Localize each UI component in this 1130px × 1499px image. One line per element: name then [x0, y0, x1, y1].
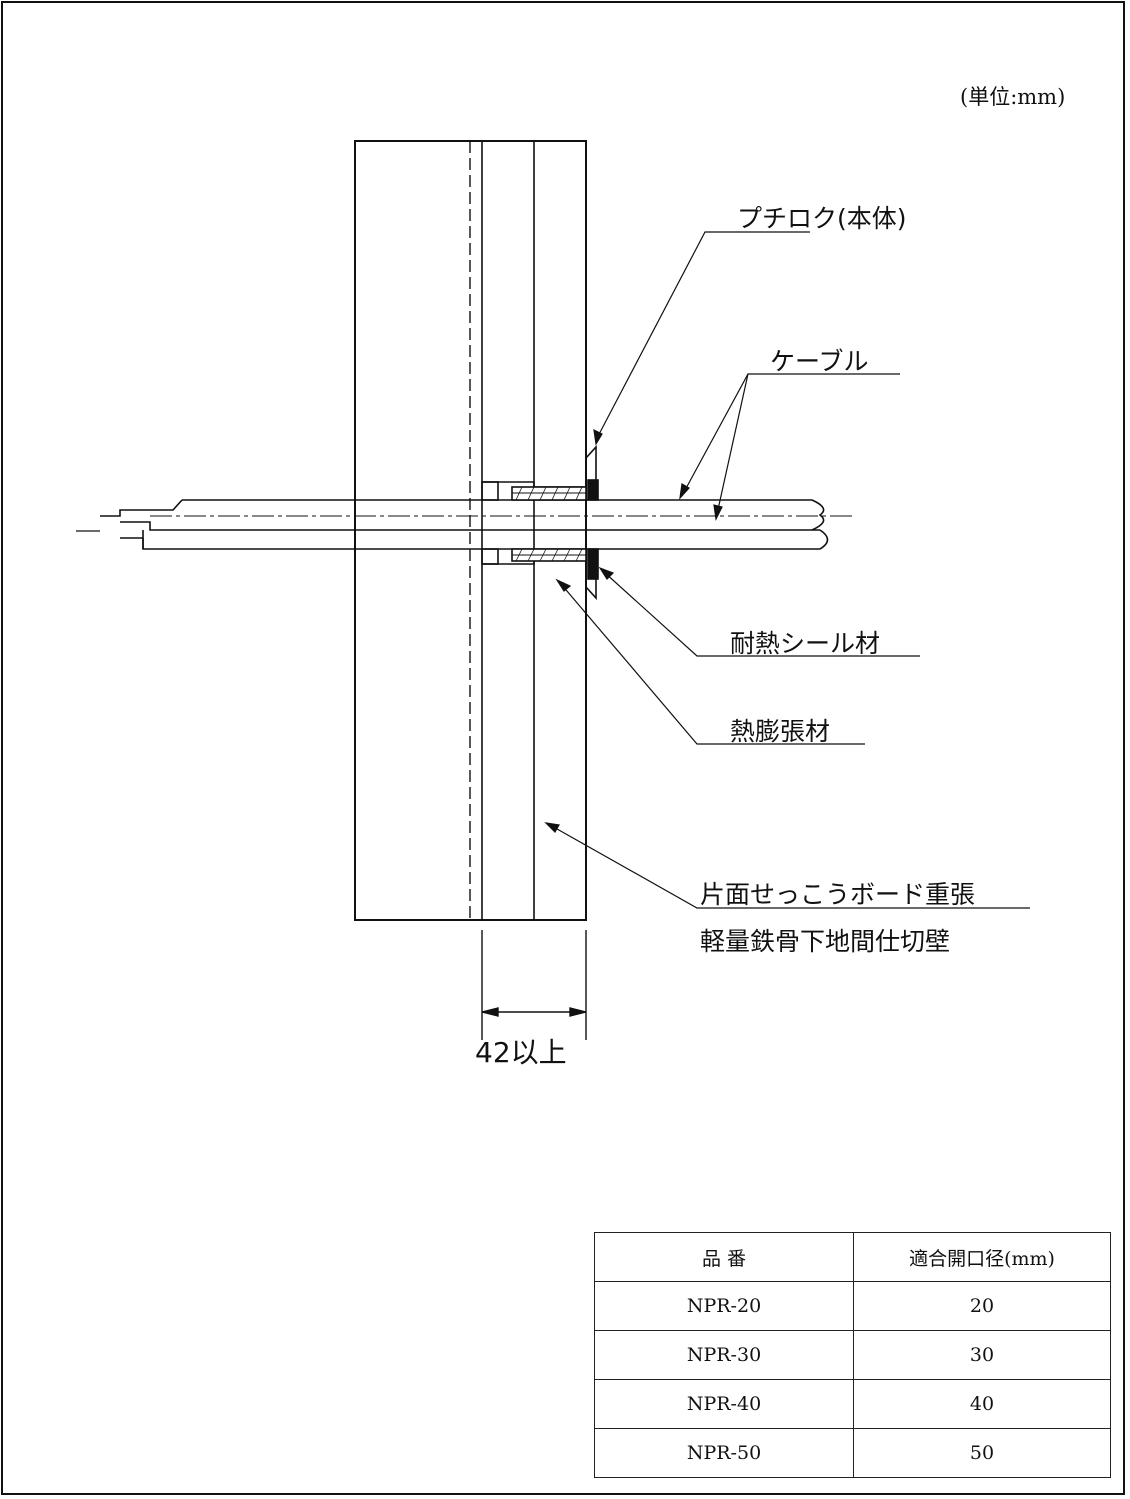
label-seal: 耐熱シール材	[730, 629, 880, 658]
product-no: NPR-30	[594, 1330, 854, 1380]
table-row: NPR-30 30	[594, 1330, 1111, 1380]
opening-diameter: 40	[853, 1379, 1111, 1429]
seal-material-top	[587, 479, 599, 501]
table-row: NPR-20 20	[594, 1281, 1111, 1331]
dimension-label: 42以上	[475, 1036, 567, 1069]
label-cable: ケーブル	[770, 347, 869, 376]
product-table: 品 番 適合開口径(mm) NPR-20 20 NPR-30 30 NPR-40…	[594, 1232, 1111, 1478]
dimension-lines	[481, 930, 587, 1040]
product-no: NPR-40	[594, 1379, 854, 1429]
label-body: プチロク(本体)	[737, 204, 907, 233]
header-opening-diameter: 適合開口径(mm)	[853, 1232, 1111, 1282]
label-expansion: 熱膨張材	[730, 717, 830, 746]
leader-lines	[544, 231, 1030, 909]
opening-diameter: 50	[853, 1428, 1111, 1478]
table-header-row: 品 番 適合開口径(mm)	[594, 1232, 1111, 1282]
table-row: NPR-50 50	[594, 1428, 1111, 1478]
product-no: NPR-50	[594, 1428, 854, 1478]
table-row: NPR-40 40	[594, 1379, 1111, 1429]
header-product-no: 品 番	[594, 1232, 854, 1282]
seal-material-bottom	[587, 548, 599, 580]
label-wall-line1: 片面せっこうボード重張	[700, 880, 975, 909]
opening-diameter: 20	[853, 1281, 1111, 1331]
unit-note: (単位:mm)	[960, 85, 1065, 109]
expansion-material	[515, 486, 583, 562]
firestop-device	[481, 444, 599, 601]
product-no: NPR-20	[594, 1281, 854, 1331]
opening-diameter: 30	[853, 1330, 1111, 1380]
label-wall-line2: 軽量鉄骨下地間仕切壁	[700, 927, 950, 956]
cable	[76, 499, 856, 550]
